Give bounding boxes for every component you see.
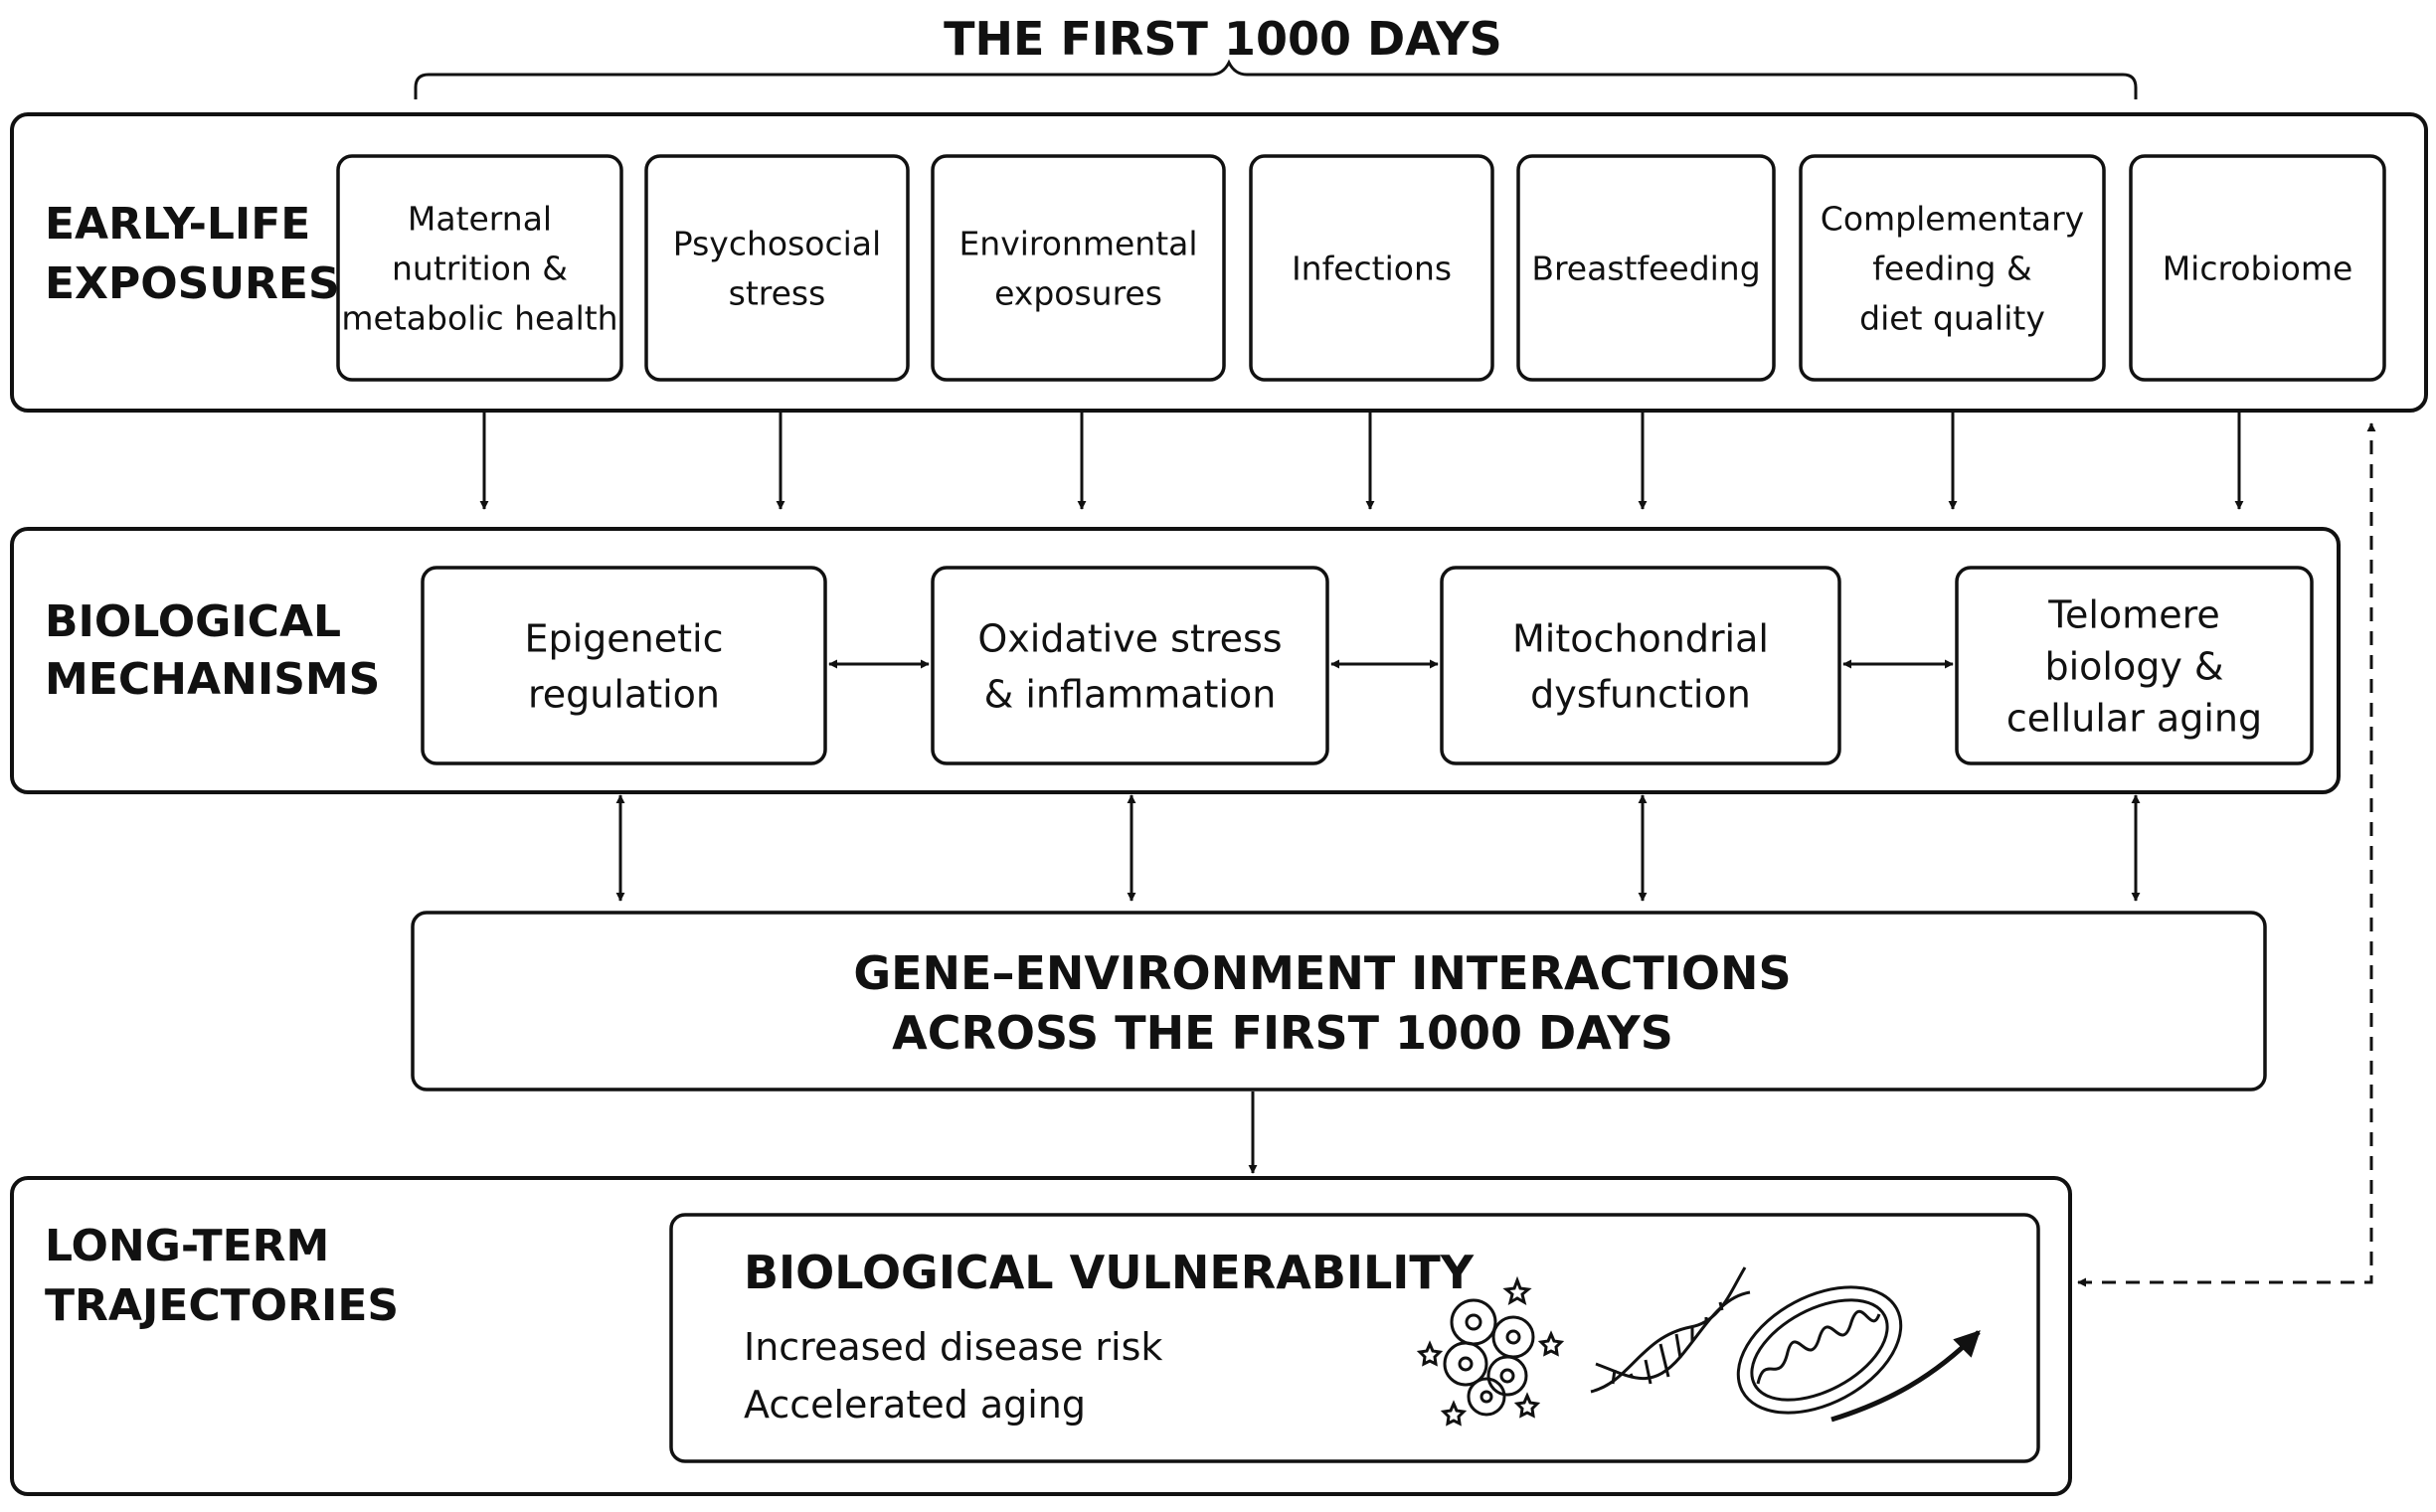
- exposure-box-maternal: Maternal nutrition & metabolic health: [336, 154, 623, 382]
- mechanism-label-line: cellular aging: [2006, 697, 2262, 741]
- exposure-label-line: Breastfeeding: [1531, 250, 1760, 288]
- mechanism-box-oxidative-stress: Oxidative stress & inflammation: [931, 566, 1329, 765]
- exposure-box-frame: [1516, 154, 1776, 382]
- exposure-label-line: diet quality: [1859, 299, 2045, 338]
- gene-environment-box: [411, 911, 2267, 1092]
- gene-environment-line1: GENE–ENVIRONMENT INTERACTIONS: [853, 946, 1791, 1000]
- exposure-label-line: Psychosocial: [673, 225, 881, 263]
- mechanism-label-line: & inflammation: [984, 673, 1277, 717]
- mechanism-box-frame: [931, 566, 1329, 765]
- section-biological-mechanisms: BIOLOGICAL MECHANISMS Epigenetic regulati…: [10, 527, 2341, 794]
- section-early-life-exposures: EARLY-LIFE EXPOSURES Maternal nutrition &…: [10, 112, 2428, 413]
- mechanism-label-line: regulation: [528, 673, 720, 717]
- exposure-box-complementary: Complementary feeding & diet quality: [1799, 154, 2106, 382]
- mechanism-label-line: Mitochondrial: [1512, 617, 1769, 661]
- exposure-box-microbiome: Microbiome: [2129, 154, 2386, 382]
- vulnerability-item-disease-risk: Increased disease risk: [744, 1325, 1162, 1369]
- mechanism-label-line: Oxidative stress: [977, 617, 1282, 661]
- title-brace: [414, 59, 2138, 99]
- exposure-label-line: Microbiome: [2163, 250, 2353, 288]
- cells-icon: [1416, 1275, 1565, 1427]
- vulnerability-title: BIOLOGICAL VULNERABILITY: [744, 1246, 1475, 1299]
- mechanism-label-line: Epigenetic: [524, 617, 723, 661]
- section-long-term-trajectories: LONG-TERM TRAJECTORIES BIOLOGICAL VULNER…: [10, 1176, 2072, 1496]
- exposure-box-frame: [336, 154, 623, 382]
- mechanism-label-line: Telomere: [2047, 593, 2220, 637]
- mechanism-box-telomere: Telomere biology & cellular aging: [1955, 566, 2314, 765]
- exposure-label-line: metabolic health: [341, 299, 617, 338]
- exposure-label-line: Complementary: [1821, 200, 2084, 239]
- feedback-dashed-arrow: [2077, 422, 2376, 1287]
- gene-environment-line2: ACROSS THE FIRST 1000 DAYS: [892, 1006, 1673, 1060]
- mitochondrion-icon: [1736, 1285, 1903, 1415]
- mechanisms-label-line2: MECHANISMS: [45, 654, 380, 705]
- exposure-label-line: feeding &: [1872, 250, 2031, 288]
- trajectories-label-line2: TRAJECTORIES: [45, 1280, 399, 1331]
- gene-environment-interactions: GENE–ENVIRONMENT INTERACTIONS ACROSS THE…: [411, 911, 2267, 1092]
- exposure-box-psychosocial: Psychosocial stress: [644, 154, 910, 382]
- trend-arrow-icon: [1830, 1330, 1981, 1423]
- mechanism-box-epigenetic: Epigenetic regulation: [421, 566, 827, 765]
- diagram-title: THE FIRST 1000 DAYS: [944, 12, 1502, 66]
- exposure-box-frame: [2129, 154, 2386, 382]
- exposure-boxes: Maternal nutrition & metabolic health Psych…: [336, 154, 2386, 382]
- trajectories-label-line1: LONG-TERM: [45, 1221, 329, 1271]
- mechanism-label-line: biology &: [2044, 645, 2223, 689]
- mechanism-box-frame: [421, 566, 827, 765]
- exposure-label-line: Maternal: [408, 200, 552, 239]
- exposures-label-line1: EARLY-LIFE: [45, 199, 310, 250]
- exposure-label-line: stress: [729, 274, 826, 313]
- exposure-to-mechanism-arrows: [479, 411, 2244, 510]
- mechanism-box-mitochondrial: Mitochondrial dysfunction: [1440, 566, 1841, 765]
- exposure-box-breastfeeding: Breastfeeding: [1516, 154, 1776, 382]
- dna-icon: [1590, 1266, 1751, 1394]
- exposure-label-line: Infections: [1292, 250, 1452, 288]
- exposure-label-line: exposures: [994, 274, 1162, 313]
- mechanisms-label-line1: BIOLOGICAL: [45, 596, 341, 647]
- exposure-box-environmental: Environmental exposures: [931, 154, 1226, 382]
- exposure-label-line: nutrition &: [392, 250, 568, 288]
- mechanism-box-frame: [1440, 566, 1841, 765]
- exposure-box-frame: [1799, 154, 2106, 382]
- exposures-label-line2: EXPOSURES: [45, 258, 340, 309]
- biological-vulnerability-box: [669, 1213, 2040, 1463]
- mechanism-gene-arrows: [615, 794, 2141, 902]
- exposure-label-line: Environmental: [958, 225, 1197, 263]
- exposure-box-infections: Infections: [1249, 154, 1494, 382]
- vulnerability-item-accelerated-aging: Accelerated aging: [744, 1383, 1086, 1427]
- exposure-box-frame: [931, 154, 1226, 382]
- mechanism-label-line: dysfunction: [1530, 673, 1751, 717]
- exposure-box-frame: [1249, 154, 1494, 382]
- exposure-box-frame: [644, 154, 910, 382]
